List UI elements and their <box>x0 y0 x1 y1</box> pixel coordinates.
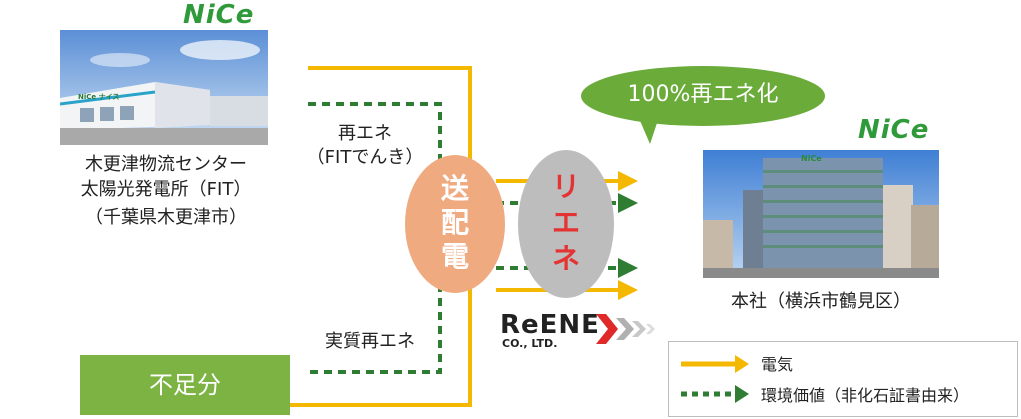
legend-electricity-label: 電気 <box>761 355 794 374</box>
shortfall-label: 不足分 <box>149 371 221 399</box>
warehouse-photo: NiCe ナイス <box>60 30 268 145</box>
reene-char-3: ネ <box>551 242 580 275</box>
hq-photo: NiCe <box>703 150 939 278</box>
electricity-line-fit <box>308 66 472 180</box>
hq-building-image <box>703 150 939 278</box>
reene-chevron-icon <box>596 314 655 344</box>
bubble-text: 100%再エネ化 <box>627 82 779 107</box>
warehouse-image <box>60 30 268 145</box>
nice-logo-left: NiCe <box>183 0 255 30</box>
grid-char-2: 配 <box>440 206 469 239</box>
bubble-shape <box>581 66 825 144</box>
nice-logo-right: NiCe <box>858 115 930 145</box>
env-line-actual <box>310 260 442 374</box>
electricity-line-shortfall <box>290 255 472 407</box>
plant-location: （千葉県木更津市） <box>85 207 247 228</box>
shortfall-box: 不足分 <box>80 355 290 415</box>
plant-name-line1: 木更津物流センター <box>85 154 247 175</box>
warehouse-sign: NiCe ナイス <box>78 93 120 101</box>
grid-char-1: 送 <box>440 172 469 205</box>
env-line-fit <box>308 102 442 170</box>
fit-label-line1: 再エネ <box>338 123 392 144</box>
reene-oval: リ エ ネ <box>518 150 614 298</box>
actual-renewable-label: 実質再エネ <box>325 331 415 352</box>
fit-label-line2: （FITでんき） <box>306 147 424 168</box>
legend-env-value-label: 環境価値（非化石証書由来） <box>761 386 970 405</box>
reene-char-1: リ <box>551 170 580 203</box>
grid-char-3: 電 <box>440 240 469 273</box>
reene-logo: ReENE <box>500 310 600 340</box>
hq-sign: NiCe <box>801 154 822 163</box>
reene-char-2: エ <box>551 206 580 239</box>
grid-oval: 送 配 電 <box>405 155 505 293</box>
reene-logo-sub: CO., LTD. <box>502 337 558 350</box>
legend-swatches <box>681 355 749 403</box>
hq-caption: 本社（横浜市鶴見区） <box>731 291 911 312</box>
plant-name-line2: 太陽光発電所（FIT） <box>80 179 252 200</box>
legend-box: 電気 環境価値（非化石証書由来） <box>668 341 1018 417</box>
